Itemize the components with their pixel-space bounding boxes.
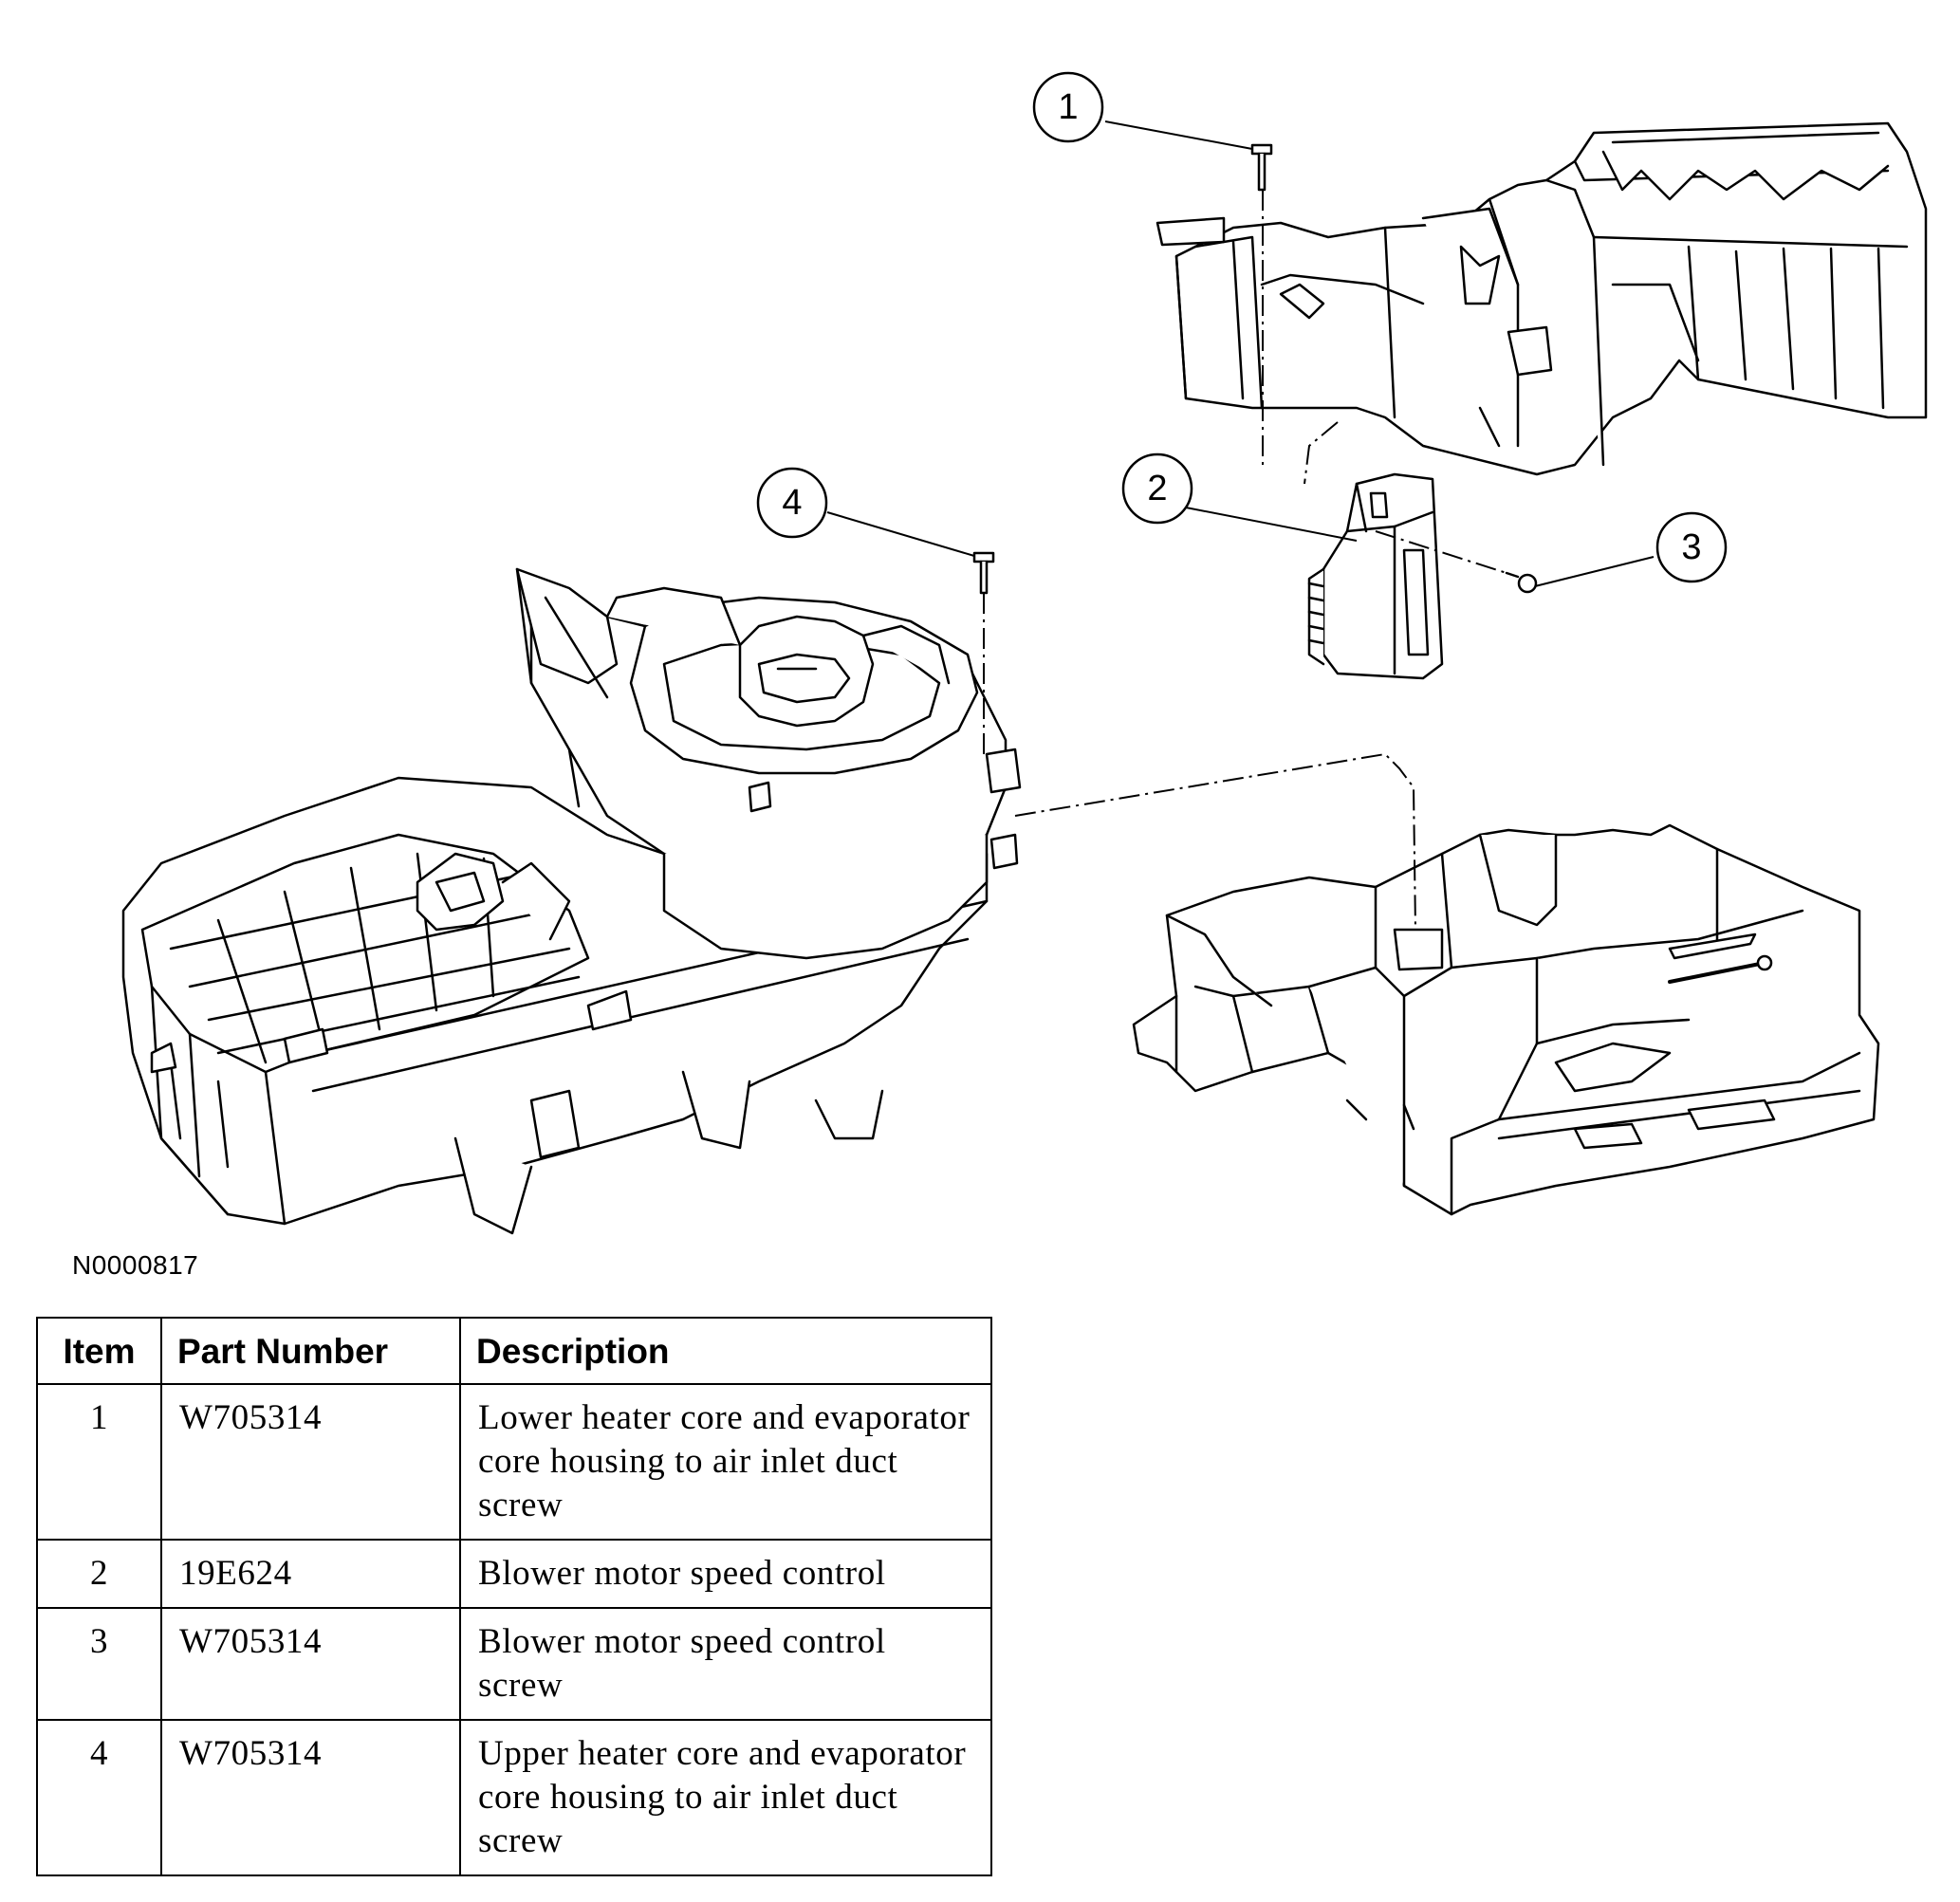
callout-4: 4 xyxy=(756,467,828,539)
table-row: 4 W705314 Upper heater core and evaporat… xyxy=(36,1719,992,1876)
cell-part-number: 19E624 xyxy=(160,1539,461,1609)
cell-part-number: W705314 xyxy=(160,1719,461,1876)
callout-3: 3 xyxy=(1655,511,1728,583)
screw-item-1 xyxy=(1250,143,1273,192)
cell-part-number: W705314 xyxy=(160,1383,461,1541)
screw-item-4 xyxy=(972,551,995,595)
blower-housing-assembly xyxy=(121,567,1022,1235)
figure-code: N0000817 xyxy=(72,1250,199,1280)
header-description: Description xyxy=(459,1317,992,1385)
table-row: 1 W705314 Lower heater core and evaporat… xyxy=(36,1383,992,1541)
cell-item: 1 xyxy=(36,1383,162,1541)
lower-housing-screw xyxy=(1668,954,1773,984)
exploded-assembly-diagram: 1 2 3 4 xyxy=(121,71,1928,1235)
air-inlet-duct-housing xyxy=(1156,121,1928,476)
screw-item-3 xyxy=(1505,571,1538,594)
lower-heater-evaporator-housing xyxy=(1132,823,1880,1216)
table-header-row: Item Part Number Description xyxy=(36,1317,992,1385)
header-item: Item xyxy=(36,1317,162,1385)
header-part-number: Part Number xyxy=(160,1317,461,1385)
table-row: 3 W705314 Blower motor speed control scr… xyxy=(36,1607,992,1721)
parts-table: Item Part Number Description 1 W705314 L… xyxy=(36,1317,992,1876)
svg-text:3: 3 xyxy=(1681,527,1701,567)
cell-item: 4 xyxy=(36,1719,162,1876)
callout-2: 2 xyxy=(1121,452,1193,525)
assembly-lines xyxy=(983,190,1507,931)
blower-motor-speed-control xyxy=(1307,472,1444,680)
svg-text:1: 1 xyxy=(1058,87,1078,127)
svg-text:2: 2 xyxy=(1147,469,1167,508)
callout-1: 1 xyxy=(1032,71,1104,143)
cell-description: Blower motor speed control screw xyxy=(459,1607,992,1721)
cell-description: Lower heater core and evaporator core ho… xyxy=(459,1383,992,1541)
cell-part-number: W705314 xyxy=(160,1607,461,1721)
leader-lines xyxy=(826,120,1655,587)
cell-description: Upper heater core and evaporator core ho… xyxy=(459,1719,992,1876)
cell-item: 3 xyxy=(36,1607,162,1721)
cell-description: Blower motor speed control xyxy=(459,1539,992,1609)
table-row: 2 19E624 Blower motor speed control xyxy=(36,1539,992,1609)
cell-item: 2 xyxy=(36,1539,162,1609)
svg-text:4: 4 xyxy=(782,483,802,523)
